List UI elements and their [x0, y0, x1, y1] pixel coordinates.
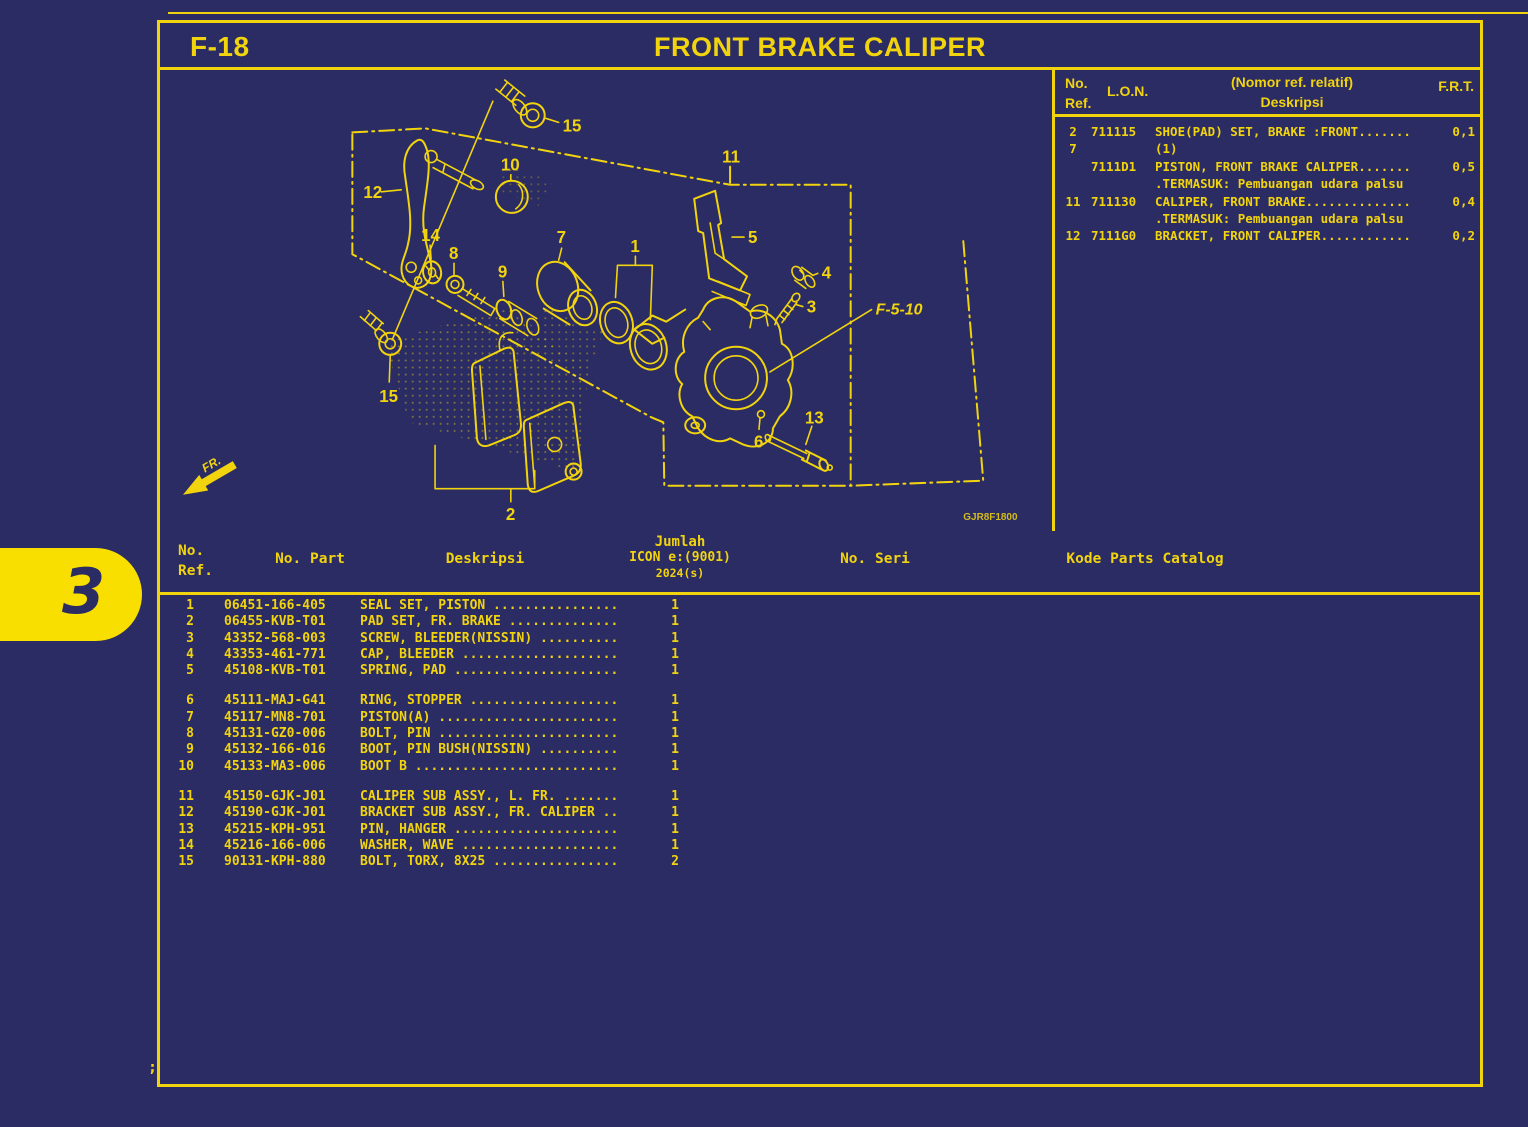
callout-11: 11	[722, 148, 740, 167]
scan-artifact: ;	[148, 1058, 158, 1076]
callout-9: 9	[498, 262, 507, 281]
page-code: F-18	[190, 31, 250, 62]
ref-row: .TERMASUK: Pembuangan udara palsu	[1155, 176, 1404, 192]
parts-header-no-ref: No. Ref.	[178, 543, 213, 579]
ref-row: .TERMASUK: Pembuangan udara palsu	[1155, 210, 1404, 226]
callout-2: 2	[506, 505, 515, 524]
reference-panel: No. Ref. L.O.N. (Nomor ref. relatif) Des…	[1052, 70, 1480, 531]
boot-cap-10	[494, 173, 529, 214]
stipple-shading-mid	[533, 301, 604, 372]
ref-row: 7(1)	[1069, 141, 1178, 157]
f510-reference: F-5-10	[876, 301, 923, 319]
parts-header-no-part: No. Part	[275, 551, 345, 567]
stipple-shading-main	[384, 306, 589, 473]
refhead-no-ref: No. Ref.	[1065, 75, 1092, 112]
brake-pads-2	[434, 331, 583, 503]
callout-6: 6	[754, 432, 763, 451]
refhead-lon: L.O.N.	[1107, 83, 1149, 99]
frame-top-accent-line	[168, 12, 1528, 14]
brake-caliper-diagram-svg: 11 15	[182, 79, 1018, 524]
section-tab-3[interactable]: 3	[0, 548, 142, 641]
callout-4: 4	[822, 263, 832, 282]
refhead-deskripsi: (Nomor ref. relatif) Deskripsi	[1230, 74, 1354, 111]
stipple-shading-top	[498, 165, 554, 206]
torx-bolt-left	[359, 309, 403, 383]
reference-panel-header: No. Ref. L.O.N. (Nomor ref. relatif) Des…	[1055, 70, 1480, 117]
pin-bush-9	[495, 280, 540, 337]
callout-13: 13	[805, 408, 824, 427]
fr-arrow-icon: FR.	[182, 453, 237, 495]
parts-header-kode: Kode Parts Catalog	[1066, 551, 1224, 567]
callout-7: 7	[557, 228, 566, 247]
wave-washer-14	[422, 244, 443, 285]
f510-leader	[769, 308, 873, 373]
callout-1: 1	[630, 237, 639, 256]
catalog-page-frame: F-18 FRONT BRAKE CALIPER 11	[157, 20, 1483, 1087]
seal-rings-1	[598, 255, 668, 371]
callout-12: 12	[363, 183, 382, 202]
title-bar: F-18 FRONT BRAKE CALIPER	[160, 23, 1480, 70]
parts-table-header: No. Ref. No. Part Deskripsi Jumlah ICON …	[160, 531, 1480, 595]
section-tab-number: 3	[62, 555, 106, 628]
bracket-12	[380, 138, 485, 289]
exploded-diagram: 11 15	[160, 70, 1052, 531]
pad-spring-5	[693, 189, 751, 307]
torx-bolt-top	[495, 79, 560, 129]
bleeder-cap-4	[791, 265, 819, 290]
callout-5: 5	[748, 228, 757, 247]
callout-8: 8	[449, 244, 458, 263]
boundary-dashdot-right	[849, 240, 985, 487]
content-row: 11 15	[160, 70, 1480, 531]
callout-15-top: 15	[563, 116, 582, 135]
callout-15-left: 15	[379, 387, 398, 406]
bolt15-link-line	[391, 100, 494, 341]
callout-14: 14	[421, 226, 440, 245]
refhead-frt: F.R.T.	[1438, 78, 1474, 94]
bleeder-screw-3	[774, 292, 804, 326]
hanger-pin-13	[764, 425, 834, 472]
piston-7	[536, 247, 599, 327]
stopper-pin-6	[756, 409, 766, 431]
drawing-code: GJR8F1800	[963, 512, 1018, 523]
page-title: FRONT BRAKE CALIPER	[654, 32, 986, 62]
pin-bolt-8	[445, 262, 496, 317]
parts-header-jumlah: Jumlah ICON e:(9001) 2024(s)	[629, 534, 731, 581]
callout-3: 3	[807, 298, 816, 317]
parts-header-deskripsi: Deskripsi	[445, 551, 525, 567]
caliper-body	[633, 296, 794, 448]
callout-10: 10	[501, 156, 520, 175]
parts-header-no-seri: No. Seri	[840, 551, 910, 567]
